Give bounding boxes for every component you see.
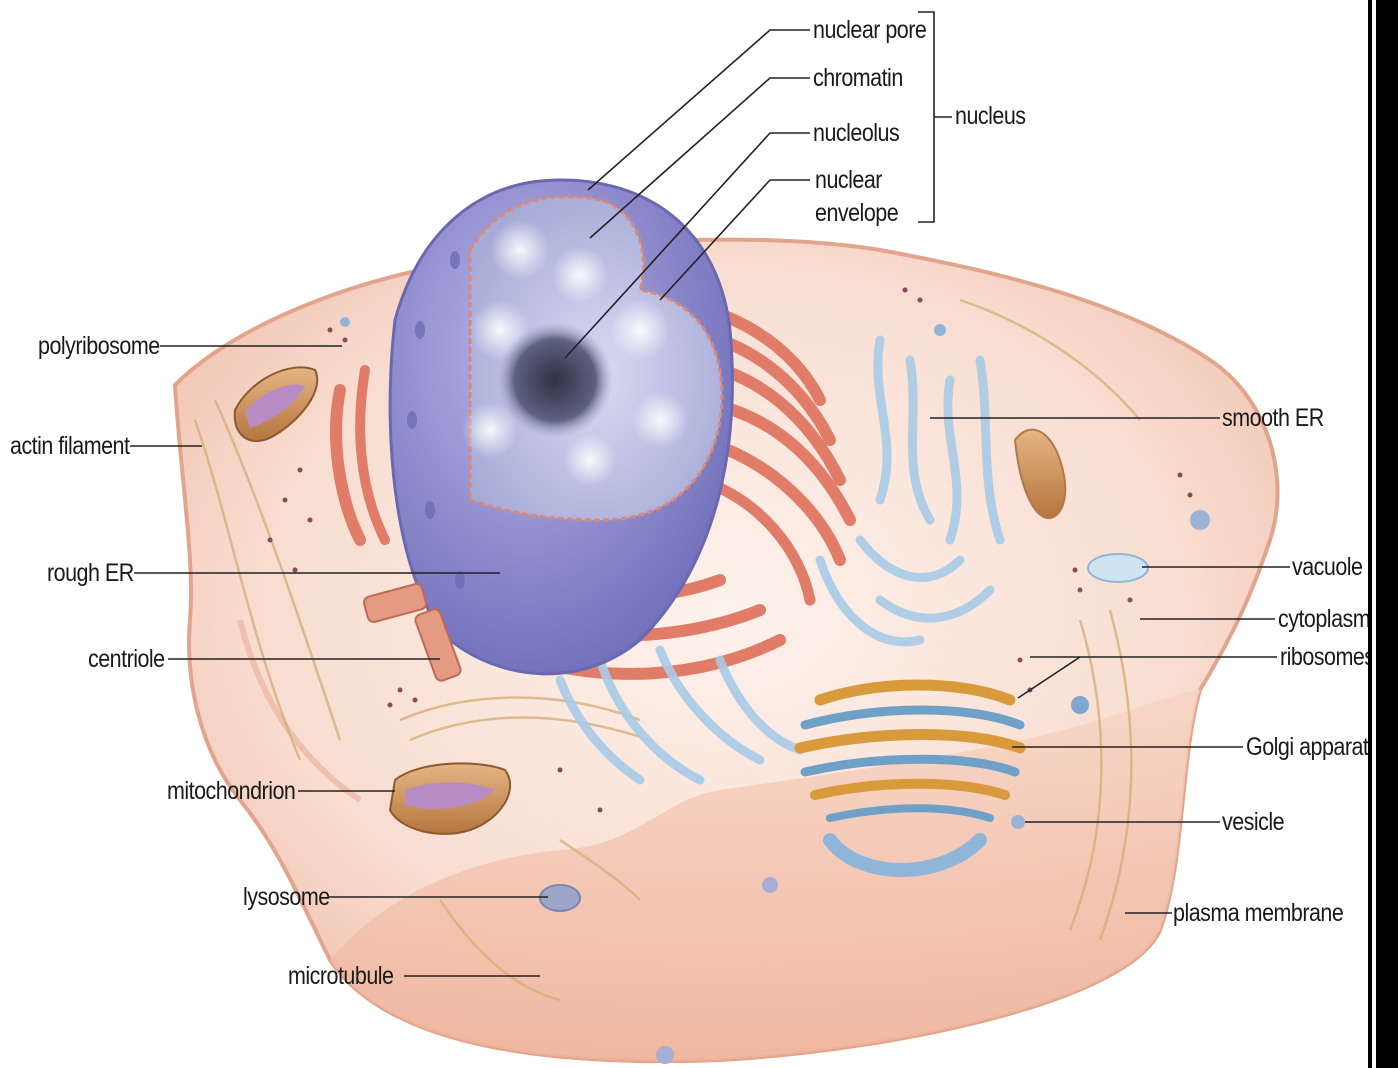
vesicle-body: [1190, 510, 1210, 530]
vesicle-body: [1071, 696, 1089, 714]
label-nucleolus: nucleolus: [813, 119, 899, 147]
vacuole-body: [1088, 554, 1148, 582]
label-polyribosome: polyribosome: [38, 332, 160, 360]
label-actin-filament: actin filament: [10, 432, 129, 460]
vesicle-body: [762, 877, 778, 893]
label-vacuole: vacuole: [1292, 553, 1363, 581]
lysosome-body: [540, 885, 580, 911]
label-centriole: centriole: [88, 645, 165, 673]
label-mitochondrion: mitochondrion: [167, 777, 295, 805]
label-vesicle: vesicle: [1222, 808, 1284, 836]
label-chromatin: chromatin: [813, 64, 903, 92]
vesicle-body: [934, 324, 946, 336]
label-plasma-membrane: plasma membrane: [1173, 899, 1343, 927]
label-lysosome: lysosome: [243, 883, 330, 911]
label-nuclear-envelope-line2: envelope: [815, 199, 898, 227]
vesicle-body: [340, 317, 350, 327]
vesicle-body: [656, 1046, 674, 1064]
vesicle-body: [1011, 815, 1025, 829]
nuclear-pore-leader: [588, 30, 810, 190]
label-nuclear-pore: nuclear pore: [813, 16, 926, 44]
label-rough-er: rough ER: [47, 559, 134, 587]
label-ribosomes: ribosomes: [1280, 643, 1375, 671]
label-microtubule: microtubule: [288, 962, 393, 990]
cell-illustration: [0, 0, 1368, 1068]
right-border-bar: [1368, 0, 1398, 1068]
label-nucleus: nucleus: [955, 102, 1026, 130]
label-cytoplasm: cytoplasm: [1278, 605, 1370, 633]
label-nuclear-envelope-line1: nuclear: [815, 166, 882, 194]
label-smooth-er: smooth ER: [1222, 404, 1324, 432]
